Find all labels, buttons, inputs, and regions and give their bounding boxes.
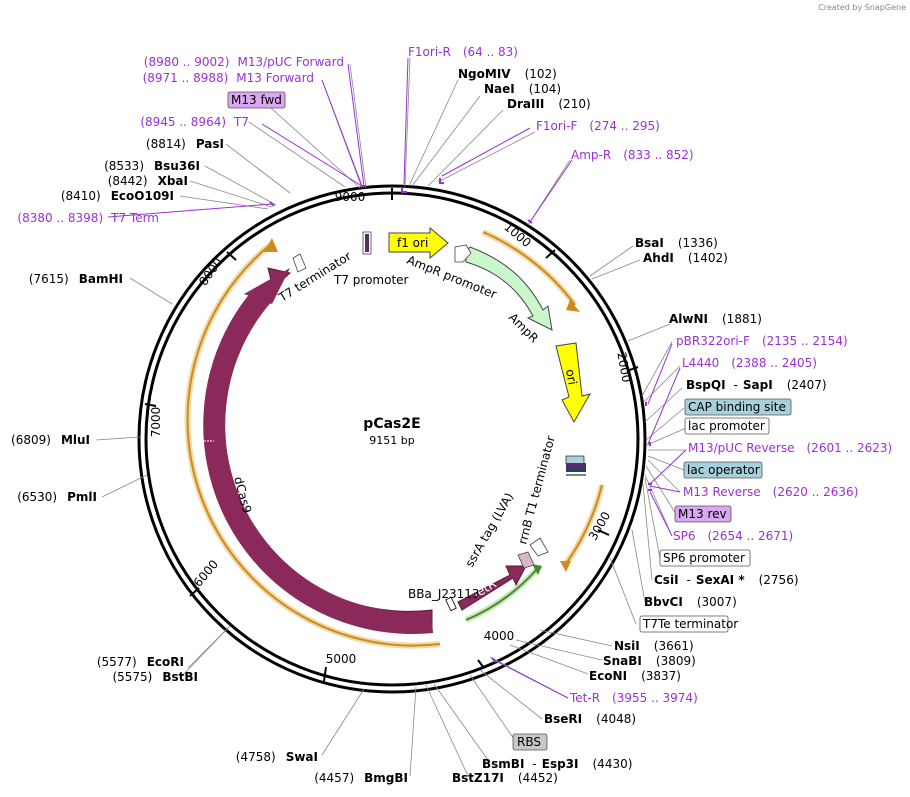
f1-ori-arrow [388, 226, 449, 260]
ssra-mark [517, 551, 535, 569]
t7te-terminator-box: T7Te terminator [639, 615, 738, 633]
enzyme-econi: EcoNI(3837) [589, 669, 681, 683]
ampr-promoter-arrow [454, 244, 472, 263]
dcas9-arrowhead [244, 268, 290, 304]
enzyme-alwni: AlwNI(1881) [669, 312, 762, 326]
backbone-outer [137, 184, 647, 694]
plasmid-size: 9151 bp [369, 434, 414, 447]
enzyme-pasi: (8814)PasI [146, 137, 224, 151]
svg-text:lac operator: lac operator [687, 463, 760, 477]
svg-text:M13 fwd: M13 fwd [231, 93, 282, 107]
dcas9-body [203, 288, 434, 634]
tick-label-2000: 2000 [614, 351, 633, 384]
primer-m13-forward: (8971 .. 8988)M13 Forward [143, 71, 314, 85]
t7-promoter-label: T7 promoter [333, 273, 409, 287]
enzyme-ecoo109i: (8410)EcoO109I [61, 189, 174, 203]
svg-text:T7Te terminator: T7Te terminator [642, 617, 738, 631]
tick-label-9000: 9000 [335, 190, 366, 204]
tick-label-7000: 7000 [149, 407, 163, 438]
primer-marks [269, 178, 652, 663]
enzyme-snabi: SnaBI(3809) [603, 654, 696, 668]
green-arc [464, 564, 542, 623]
enzyme-ecori: (5577)EcoRI [97, 655, 184, 669]
primer-f1ori-f: F1ori-F(274 .. 295) [536, 119, 660, 133]
enzyme-nsii: NsiI(3661) [614, 639, 694, 653]
enzyme-bbvci: BbvCI(3007) [644, 595, 737, 609]
enzyme-draiii: DraIII(210) [507, 97, 591, 111]
cap-binding-site-box: CAP binding site [684, 398, 792, 416]
primer-sp6: SP6(2654 .. 2671) [673, 529, 793, 543]
enzyme-bamhi: (7615)BamHI [29, 272, 123, 286]
t7-promoter-fill [365, 234, 369, 252]
enzyme-pmli: (6530)PmlI [17, 490, 97, 504]
primer-m13-puc-forward: (8980 .. 9002)M13/pUC Forward [144, 55, 344, 69]
enzyme-bstbi: (5575)BstBI [112, 670, 198, 684]
snapgene-credit: Created by SnapGene [818, 3, 906, 12]
enzyme-bsu36i: (8533)Bsu36I [104, 159, 200, 173]
enzyme-swai: (4758)SwaI [236, 750, 318, 764]
primer-leader-lines [107, 57, 687, 699]
tick-label-5000: 5000 [326, 652, 357, 666]
sp6-promoter-box: SP6 promoter [659, 549, 751, 567]
bba-promoter-mark [445, 596, 457, 612]
m13-fwd-box: M13 fwd [227, 91, 286, 109]
primer-m13-reverse: M13 Reverse(2620 .. 2636) [683, 485, 858, 499]
enzyme-ahdi: AhdI(1402) [643, 251, 728, 265]
primer-f1ori-r: F1ori-R(64 .. 83) [408, 45, 518, 59]
lac-region-marks [565, 455, 586, 476]
plasmid-name: pCas2E [363, 416, 420, 432]
ampr-arrow [465, 246, 553, 331]
tick-label-6000: 6000 [191, 557, 221, 589]
tetr-arrow [457, 565, 527, 611]
primer-t7-term: (8380 .. 8398)T7 Term [17, 211, 159, 225]
ssra-label: ssrA tag (LVA) [462, 490, 516, 569]
ori-arrow [555, 342, 592, 424]
primer-pbr322ori-f: pBR322ori-F(2135 .. 2154) [676, 334, 848, 348]
lac-operator-box: lac operator [683, 461, 763, 479]
enzyme-xbai: (8442)XbaI [108, 174, 188, 188]
primer-l4440: L4440(2388 .. 2405) [682, 356, 817, 370]
primer-tet-r: Tet-R(3955 .. 3974) [569, 691, 698, 705]
enzyme-naei: NaeI(104) [484, 82, 561, 96]
enzyme-bsmbi-esp3i: BsmBI-Esp3I(4430) [482, 757, 632, 771]
enzyme-csii-sexai: CsiI-SexAI *(2756) [654, 573, 799, 587]
m13-rev-box: M13 rev [674, 505, 732, 523]
leader-lines [95, 57, 687, 777]
ori-label: ori [563, 368, 579, 386]
primer-amp-r: Amp-R(833 .. 852) [571, 148, 694, 162]
svg-text:M13 rev: M13 rev [678, 507, 727, 521]
primer-t7: (8945 .. 8964)T7 [140, 115, 249, 129]
svg-text:lac promoter: lac promoter [688, 419, 765, 433]
t7-terminator-mark [292, 253, 307, 273]
svg-text:RBS: RBS [517, 735, 541, 749]
bba-label: BBa_J23113 [408, 587, 480, 601]
enzyme-bspqi-sapi: BspQI-SapI(2407) [686, 378, 827, 392]
enzyme-bsai: BsaI(1336) [635, 236, 718, 250]
primer-m13-puc-reverse: M13/pUC Reverse(2601 .. 2623) [688, 441, 892, 455]
f1-ori-label: f1 ori [397, 236, 428, 250]
enzyme-mlui: (6809)MluI [11, 433, 90, 447]
enzyme-ngomiv: NgoMIV(102) [458, 67, 557, 81]
svg-text:SP6 promoter: SP6 promoter [663, 551, 745, 565]
rbs-box: RBS [512, 733, 548, 751]
enzyme-bstz17i: BstZ17I(4452) [452, 771, 558, 785]
tick-label-4000: 4000 [484, 629, 515, 643]
enzyme-bmgbi: (4457)BmgBI [314, 771, 408, 785]
orange-arcs [184, 229, 605, 649]
lac-promoter-box: lac promoter [684, 417, 770, 435]
svg-text:CAP binding site: CAP binding site [688, 400, 786, 414]
rrnb-label: rrnB T1 terminator [515, 434, 557, 546]
tick-marks [144, 188, 639, 682]
rrnb-mark [529, 537, 549, 557]
enzyme-bseri: BseRI(4048) [544, 712, 636, 726]
